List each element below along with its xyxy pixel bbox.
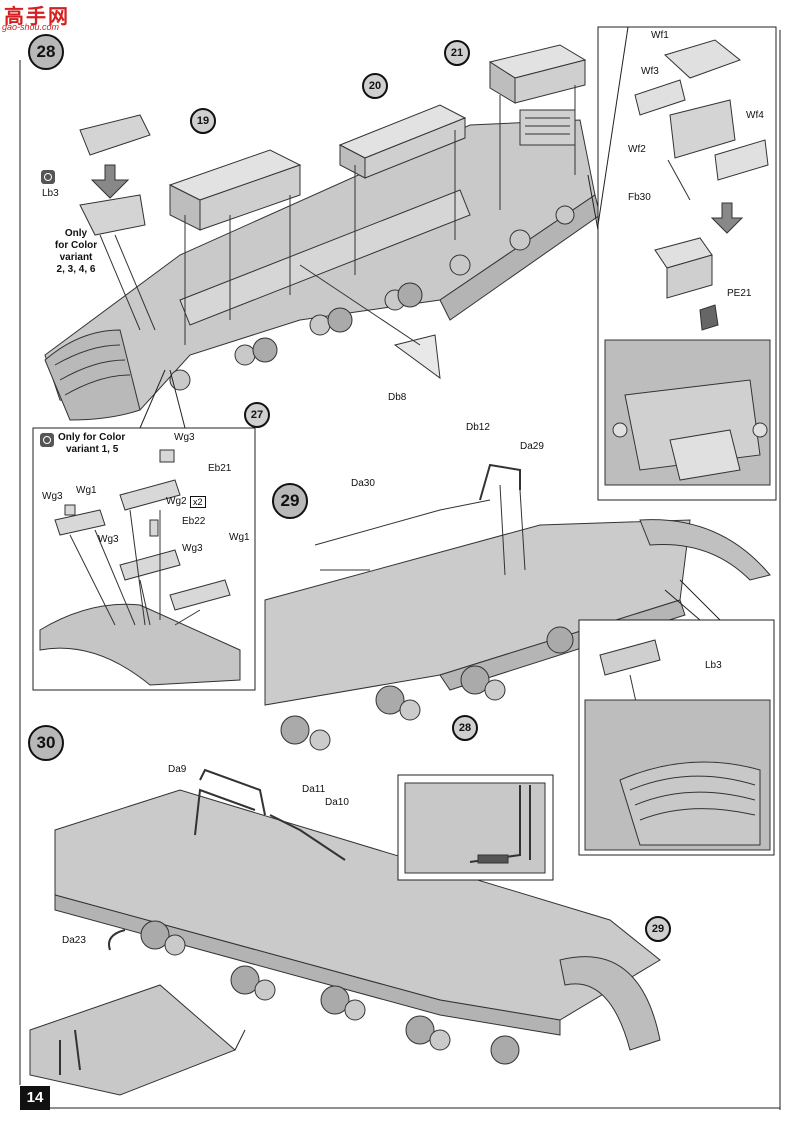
- label-eb21: Eb21: [208, 463, 232, 474]
- label-db12: Db12: [466, 422, 490, 433]
- note-variant-2346: Only for Color variant 2, 3, 4, 6: [54, 228, 98, 275]
- watermark-site: gao-shou.com: [2, 22, 60, 32]
- quantity-x2-badge: x2: [190, 496, 206, 508]
- step28-boxes: [168, 44, 587, 380]
- ref-19: 19: [190, 108, 216, 134]
- label-wg1: Wg1: [229, 532, 250, 543]
- label-wf1: Wf1: [651, 30, 669, 41]
- note-variant-15: Only for Color variant 1, 5: [58, 432, 126, 455]
- label-fb30: Fb30: [628, 192, 651, 203]
- step28-hull: [44, 109, 601, 421]
- label-wg2: Wg2: [166, 496, 187, 507]
- wf-box-parts: [604, 39, 771, 486]
- step29-inset: [584, 639, 771, 851]
- label-lb3: Lb3: [705, 660, 722, 671]
- page-number: 14: [20, 1086, 50, 1110]
- label-da30: Da30: [351, 478, 375, 489]
- step-28-badge: 28: [28, 34, 64, 70]
- step30-hull: [54, 768, 661, 1065]
- watermark-brand: 高手网: [4, 6, 70, 28]
- watermark-logo: 高手网 gao-shou.com: [0, 0, 80, 34]
- ref-20: 20: [362, 73, 388, 99]
- ref-29: 29: [645, 916, 671, 942]
- label-wg3: Wg3: [42, 491, 63, 502]
- label-lb3: Lb3: [42, 188, 59, 199]
- label-da23: Da23: [62, 935, 86, 946]
- label-wf3: Wf3: [641, 66, 659, 77]
- label-wg3: Wg3: [182, 543, 203, 554]
- lb3-part: [79, 114, 156, 331]
- label-da11: Da11: [302, 784, 326, 795]
- ref-21: 21: [444, 40, 470, 66]
- color-variant-icon: [40, 433, 54, 447]
- step30-inset-top: [404, 782, 546, 874]
- label-eb22: Eb22: [182, 516, 206, 527]
- label-wf4: Wf4: [746, 110, 764, 121]
- ref-28: 28: [452, 715, 478, 741]
- label-da29: Da29: [520, 441, 544, 452]
- color-variant-icon: [41, 170, 55, 184]
- wg-parts: [39, 449, 241, 686]
- label-wg1: Wg1: [76, 485, 97, 496]
- ref-27: 27: [244, 402, 270, 428]
- label-wg3: Wg3: [98, 534, 119, 545]
- step30-inset-bottom: [29, 984, 246, 1096]
- label-da10: Da10: [325, 797, 349, 808]
- label-da9: Da9: [168, 764, 187, 775]
- label-db8: Db8: [388, 392, 407, 403]
- label-wf2: Wf2: [628, 144, 646, 155]
- label-wg3: Wg3: [174, 432, 195, 443]
- label-pe21: PE21: [727, 288, 752, 299]
- step-30-badge: 30: [28, 725, 64, 761]
- step-29-badge: 29: [272, 483, 308, 519]
